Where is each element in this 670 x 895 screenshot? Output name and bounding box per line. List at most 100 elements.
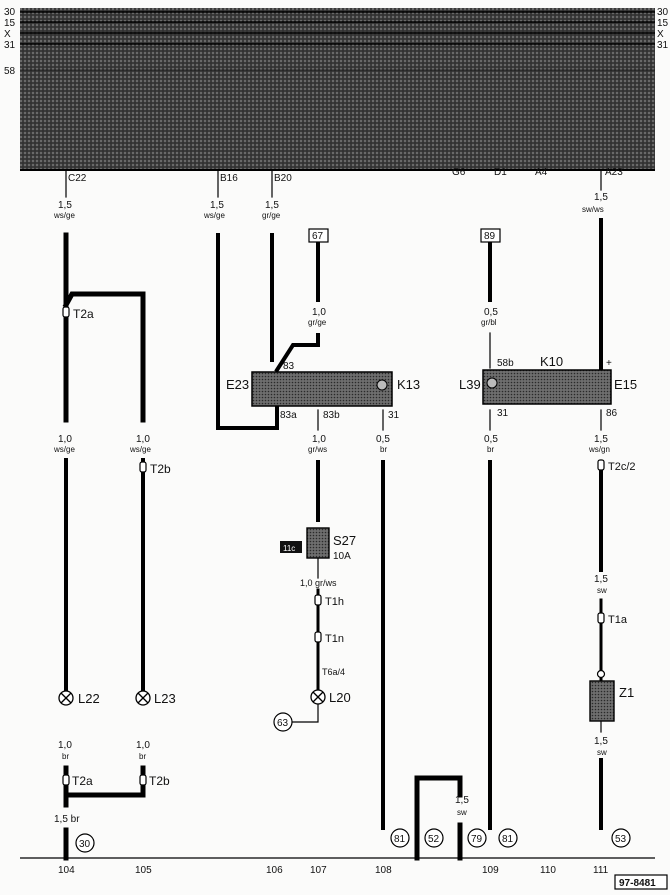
connector-t1n (314, 631, 322, 643)
ref-circle-53 (611, 828, 631, 848)
pin-a23: A23 (605, 167, 623, 178)
wire-size: 1,5 (594, 434, 608, 445)
wire-size: 1,5 (210, 200, 224, 211)
wire-size: 1,5 (594, 574, 608, 585)
wire-size: 1,0 (58, 434, 72, 445)
wire-size: 1,5 (594, 192, 608, 203)
wire-color: gr/bl (481, 318, 497, 327)
ref-circle-81 (390, 828, 410, 848)
rail-label-x-right: X (657, 29, 664, 40)
pin-b20: B20 (274, 173, 292, 184)
rail-label-15-right: 15 (657, 18, 669, 29)
wire-size: 1,5 (265, 200, 279, 211)
column-number: 104 (58, 865, 75, 876)
wire-color: ws/ge (129, 445, 151, 454)
wire-color: gr/ws (308, 445, 327, 454)
wire-color: sw (457, 808, 467, 817)
wire-size: 1,0 (136, 434, 150, 445)
pin-d1: D1 (494, 167, 507, 178)
ref-circle-52 (424, 828, 444, 848)
component-z1 (589, 680, 615, 722)
label-t6a: T6a/4 (322, 667, 345, 677)
pin-83b: 83b (323, 410, 340, 421)
wire-spec: 1,0 gr/ws (300, 578, 337, 588)
pin-58b: 58b (497, 358, 514, 369)
indicator-l39 (486, 377, 498, 389)
wires (62, 169, 603, 861)
pin-31: 31 (388, 410, 400, 421)
label-t2a-lower: T2a (72, 774, 93, 788)
label-l23: L23 (154, 691, 176, 706)
ref-67: 67 (312, 231, 324, 242)
label-l22: L22 (78, 691, 100, 706)
ref-81: 81 (394, 834, 406, 845)
ref-box-67 (308, 228, 329, 243)
switch-block-e23-k13 (251, 371, 393, 407)
label-t1n: T1n (325, 633, 344, 645)
ref-81: 81 (502, 834, 514, 845)
ref-box-89 (480, 228, 501, 243)
wire-spec: 1,5 br (54, 814, 80, 825)
connector-t2c (597, 459, 605, 471)
label-k10: K10 (540, 354, 563, 369)
ref-53: 53 (615, 834, 627, 845)
wire-size: 1,0 (136, 740, 150, 751)
wire-color: ws/ge (53, 211, 75, 220)
bulb-l22 (58, 690, 74, 706)
pin-a4: A4 (535, 167, 548, 178)
column-number: 110 (540, 865, 556, 876)
rail-label-30: 30 (4, 7, 16, 18)
wire-color: br (487, 445, 494, 454)
wire-size: 1,5 (594, 736, 608, 747)
wire-size: 0,5 (484, 307, 498, 318)
wire-color: sw/ws (582, 205, 604, 214)
wire-color: ws/ge (53, 445, 75, 454)
rail-label-31-right: 31 (657, 40, 669, 51)
wire-size: 1,0 (312, 307, 326, 318)
pin-83: 83 (283, 361, 295, 372)
rail-label-31: 31 (4, 40, 16, 51)
label-t2b: T2b (150, 462, 171, 476)
ref-circle-63 (273, 712, 293, 732)
label-t1a: T1a (608, 614, 628, 626)
column-number: 106 (266, 865, 283, 876)
label-s27: S27 (333, 533, 356, 548)
wire-size: 0,5 (484, 434, 498, 445)
label-k13: K13 (397, 377, 420, 392)
fuse-box-ref: 11c (283, 544, 295, 553)
switch-block-l39-e15 (482, 369, 612, 405)
connector-t1a (597, 612, 605, 624)
connector-t2b (139, 461, 147, 473)
pin-83a: 83a (280, 410, 297, 421)
central-electrics-block (20, 8, 655, 171)
wire-size: 1,5 (58, 200, 72, 211)
column-number: 105 (135, 865, 152, 876)
label-z1: Z1 (619, 685, 634, 700)
wire-size: 1,5 (455, 795, 469, 806)
wire-color: br (62, 752, 69, 761)
bulb-l20 (310, 689, 326, 705)
ref-89: 89 (484, 231, 496, 242)
label-t2a: T2a (73, 307, 94, 321)
rail-label-x: X (4, 29, 11, 40)
label-l20: L20 (329, 690, 351, 705)
label-l39: L39 (459, 377, 481, 392)
wire-color: gr/ge (262, 211, 281, 220)
ref-30: 30 (79, 839, 91, 850)
rail-label-58: 58 (4, 66, 16, 77)
connector-t2a (62, 306, 70, 318)
ref-52: 52 (428, 834, 440, 845)
fuse-box-tag (280, 541, 302, 553)
label-e23: E23 (226, 377, 249, 392)
column-number: 111 (593, 865, 609, 876)
ref-circle-30 (75, 833, 95, 853)
pin-c22: C22 (68, 173, 87, 184)
fuse-s27 (306, 527, 330, 559)
rail-label-30-right: 30 (657, 7, 669, 18)
wire-size: 0,5 (376, 434, 390, 445)
bulb-l23 (135, 690, 151, 706)
column-number: 108 (375, 865, 392, 876)
figure-id-box (614, 874, 668, 890)
